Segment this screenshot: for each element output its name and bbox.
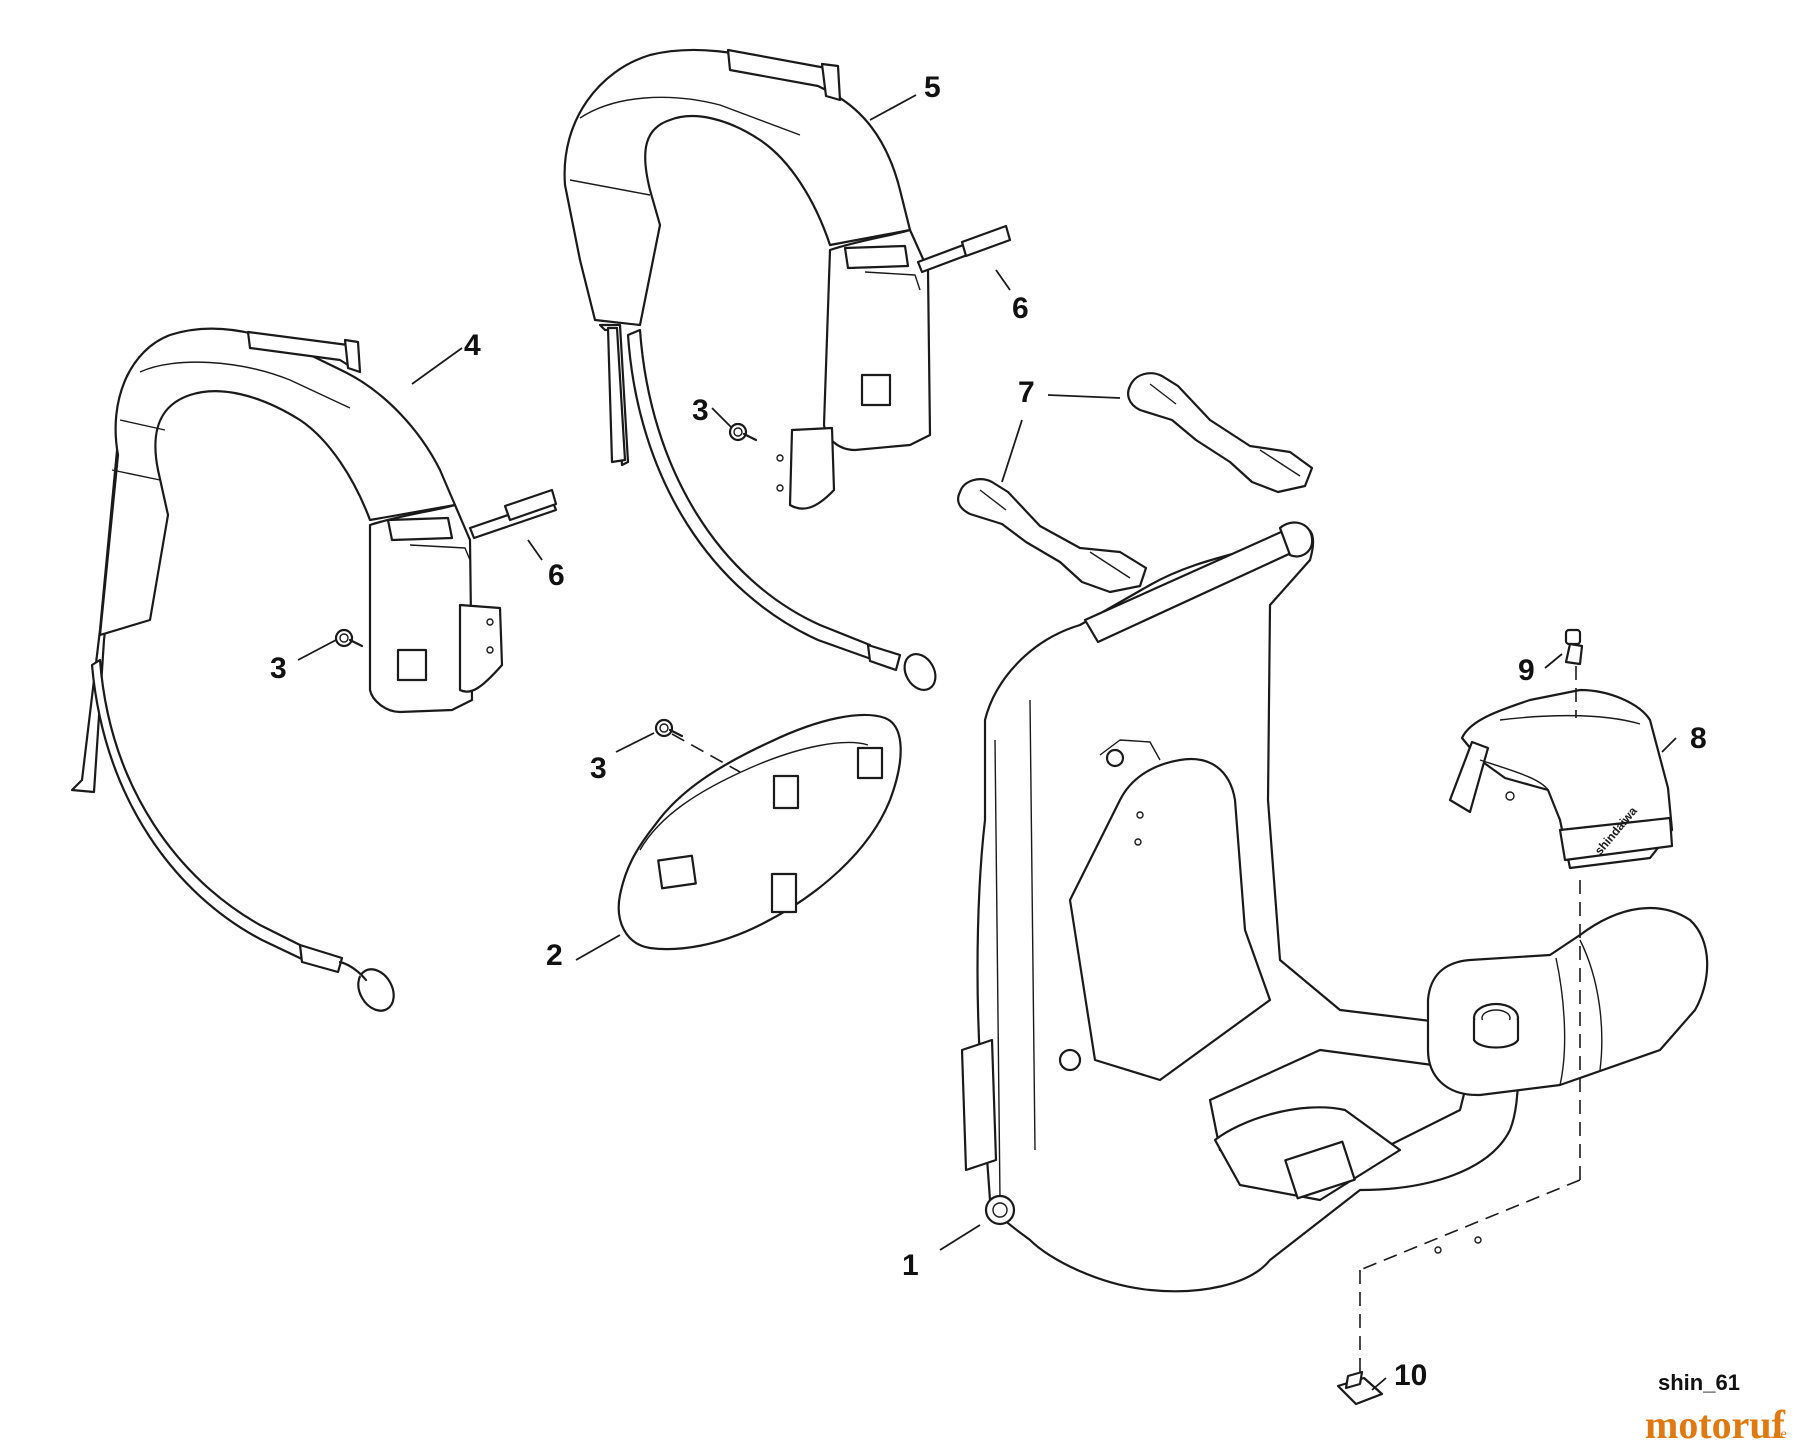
screw-left-strap [334,628,364,648]
callout-3-right-strap: 3 [692,394,709,427]
screw-back-pad [654,718,684,738]
callout-2: 2 [546,939,563,972]
watermark-logo: motoruf .de [1645,1402,1787,1444]
callout-9: 9 [1518,654,1535,687]
assembly-lines [671,666,1581,1375]
fuel-tank [1426,906,1709,1097]
back-pad [617,713,902,951]
callout-5: 5 [924,71,941,104]
bolt [1564,628,1584,666]
tank-cover: shindaiwa [1448,688,1674,870]
callout-3-left-strap: 3 [270,652,287,685]
callout-6-left: 6 [548,559,565,592]
rubber-foot [1336,1370,1384,1406]
callout-10: 10 [1394,1359,1427,1392]
watermark-main: motoruf [1645,1402,1786,1444]
callouts: 1 2 3 3 3 4 5 6 6 7 8 9 10 [270,71,1707,1392]
back-frame [960,521,1519,1293]
screw-right-strap [728,422,758,442]
pin-right [916,224,1012,274]
strap-buckle-upper [1127,372,1314,494]
callout-7: 7 [1018,376,1035,409]
callout-1: 1 [902,1249,919,1282]
callout-4: 4 [464,329,481,362]
strap-buckle-lower [957,478,1148,594]
callout-3-back-pad: 3 [590,752,607,785]
shoulder-strap-right [563,48,937,691]
shoulder-strap-left [70,327,504,1012]
callout-6-right: 6 [1012,292,1029,325]
diagram-code: shin_61 [1658,1370,1740,1395]
pin-left [468,488,558,540]
watermark-tld: .de [1770,1427,1787,1442]
leader-lines [297,94,1677,1391]
callout-8: 8 [1690,722,1707,755]
